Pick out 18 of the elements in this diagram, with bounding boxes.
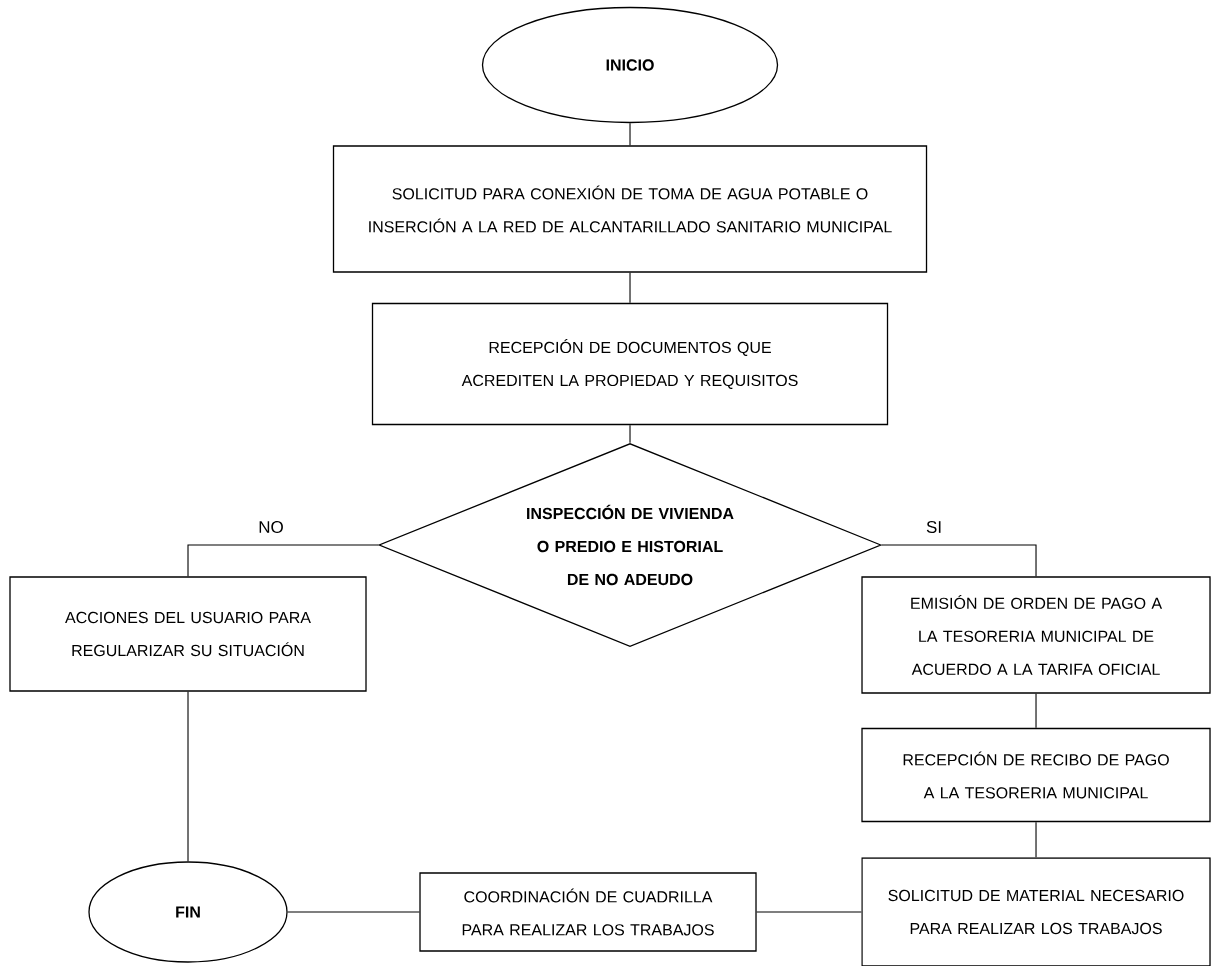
connector-line (1035, 693, 1037, 729)
process-box: ACCIONES DEL USUARIO PARA REGULARIZAR SU SITUACIÓN (9, 576, 367, 692)
connector-line (629, 272, 631, 304)
connector-line (881, 544, 1037, 577)
connector-line (1035, 821, 1037, 858)
connector-line (187, 691, 189, 862)
process-box: COORDINACIÓN DE CUADRILLA PARA REALIZAR LOS TRABAJOS (419, 872, 757, 952)
connector-line (629, 424, 631, 444)
connector-line (629, 122, 631, 146)
connector-line (287, 911, 420, 913)
connector-line (187, 544, 379, 577)
process-box: SOLICITUD DE MATERIAL NECESARIO PARA REALIZAR LOS TRABAJOS (861, 857, 1211, 966)
connector-line (756, 911, 862, 913)
process-box: RECEPCIÓN DE RECIBO DE PAGO A LA TESORERIA MUNICIPAL (861, 727, 1211, 823)
edge-label: SI (925, 520, 944, 534)
process-box: EMISIÓN DE ORDEN DE PAGO A LA TESORERIA MUNICIPAL DE ACUERDO A LA TARIFA OFICIAL (861, 576, 1211, 694)
process-box: RECEPCIÓN DE DOCUMENTOS QUE ACREDITEN LA PROPIEDAD Y REQUISITOS (371, 302, 889, 426)
process-box: SOLICITUD PARA CONEXIÓN DE TOMA DE AGUA POTABLE O INSERCIÓN A LA RED DE ALCANTARILLADO SANITARIO MUNICIPAL (332, 145, 928, 273)
